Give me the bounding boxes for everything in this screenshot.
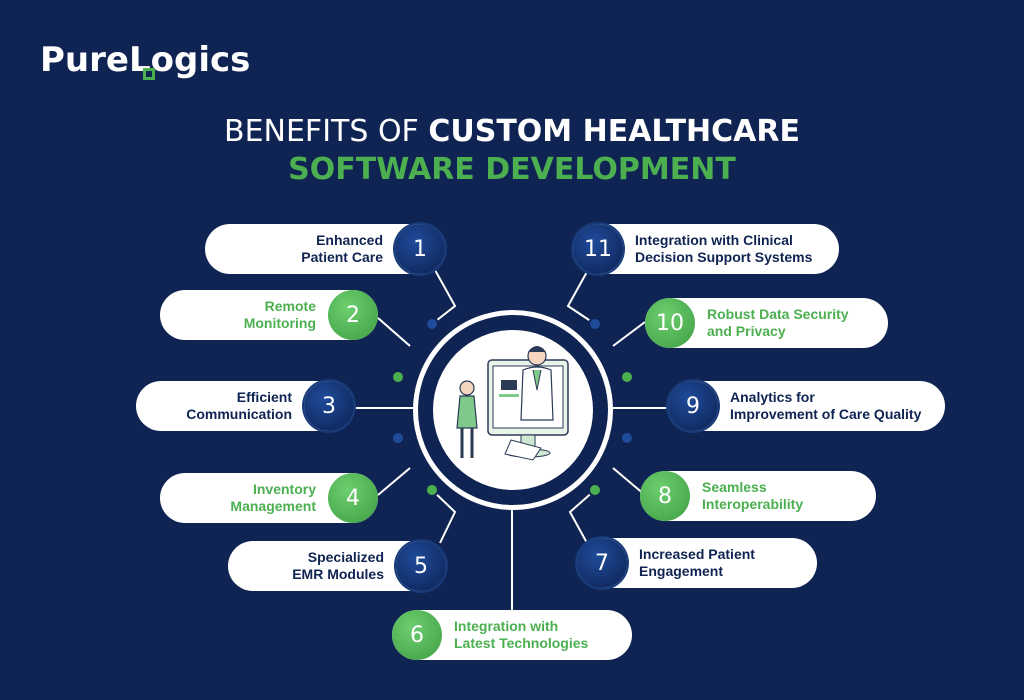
benefit-10-number: 10 [645,298,695,348]
connector-5 [431,489,457,544]
benefit-5-number: 5 [396,541,446,591]
doctor-telehealth-illustration [456,346,569,461]
connector-8 [612,467,646,496]
benefit-9-number: 9 [668,381,718,431]
dot-5 [588,317,602,331]
title-light: BENEFITS OF [224,114,419,149]
connector-10 [612,321,646,347]
connector-1 [431,269,457,325]
page-title-line1: BENEFITS OF CUSTOM HEALTHCARE [0,113,1024,151]
logo-square-icon [143,68,155,80]
benefit-7-number: 7 [577,538,627,588]
dot-8 [588,483,602,497]
dot-4 [425,483,439,497]
page-title-line2: SOFTWARE DEVELOPMENT [288,152,736,187]
dot-1 [425,317,439,331]
dot-7 [620,431,634,445]
connector-11 [566,269,596,325]
benefit-3-number: 3 [304,381,354,431]
benefit-4-number: 4 [328,473,378,523]
title-bold: CUSTOM HEALTHCARE [428,114,800,149]
connector-4 [377,467,411,496]
benefit-2-number: 2 [328,290,378,340]
dot-6 [620,370,634,384]
connector-7 [568,489,596,544]
dot-3 [391,431,405,445]
hub-ring [413,310,613,510]
connector-2 [377,317,411,347]
benefit-6-number: 6 [392,610,442,660]
benefit-1-number: 1 [395,224,445,274]
hub-center [433,330,593,490]
dot-2 [391,370,405,384]
benefit-8-number: 8 [640,471,690,521]
benefit-11-number: 11 [573,224,623,274]
